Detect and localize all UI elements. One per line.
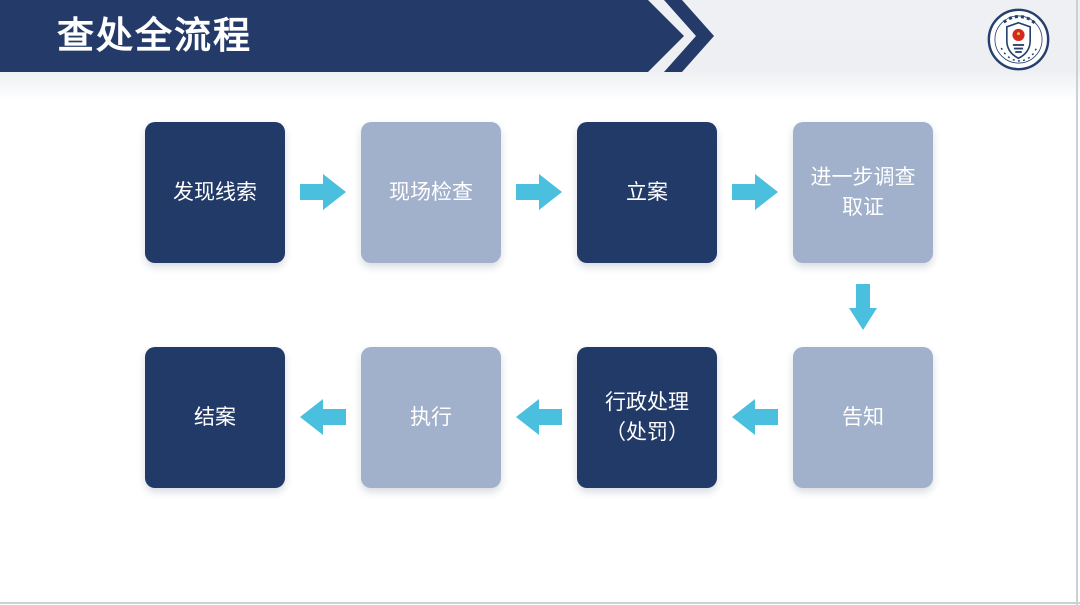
flow-step-discover-clues: 发现线索 (145, 122, 285, 263)
arrow-left-icon (300, 399, 346, 435)
header-band-shape (0, 0, 684, 72)
arrow-right-icon (300, 174, 346, 210)
arrow-left-icon (732, 399, 778, 435)
flow-step-further-investigation: 进一步调查 取证 (793, 122, 933, 263)
flow-step-notification: 告知 (793, 347, 933, 488)
window-edge-right (1076, 0, 1078, 605)
national-emblem-badge-icon (987, 8, 1050, 71)
flow-step-site-inspection: 现场检查 (361, 122, 501, 263)
flow-step-administrative-penalty: 行政处理 （处罚） (577, 347, 717, 488)
arrow-right-icon (516, 174, 562, 210)
arrow-left-icon (516, 399, 562, 435)
arrow-right-icon (732, 174, 778, 210)
flow-step-case-filing: 立案 (577, 122, 717, 263)
page-title: 查处全流程 (57, 15, 252, 56)
header-band (0, 0, 714, 72)
window-edge-bottom (0, 602, 1080, 604)
flow-step-case-closed: 结案 (145, 347, 285, 488)
chevron-right-icon (664, 0, 714, 72)
flow-step-execution: 执行 (361, 347, 501, 488)
arrow-down-icon (849, 284, 877, 330)
